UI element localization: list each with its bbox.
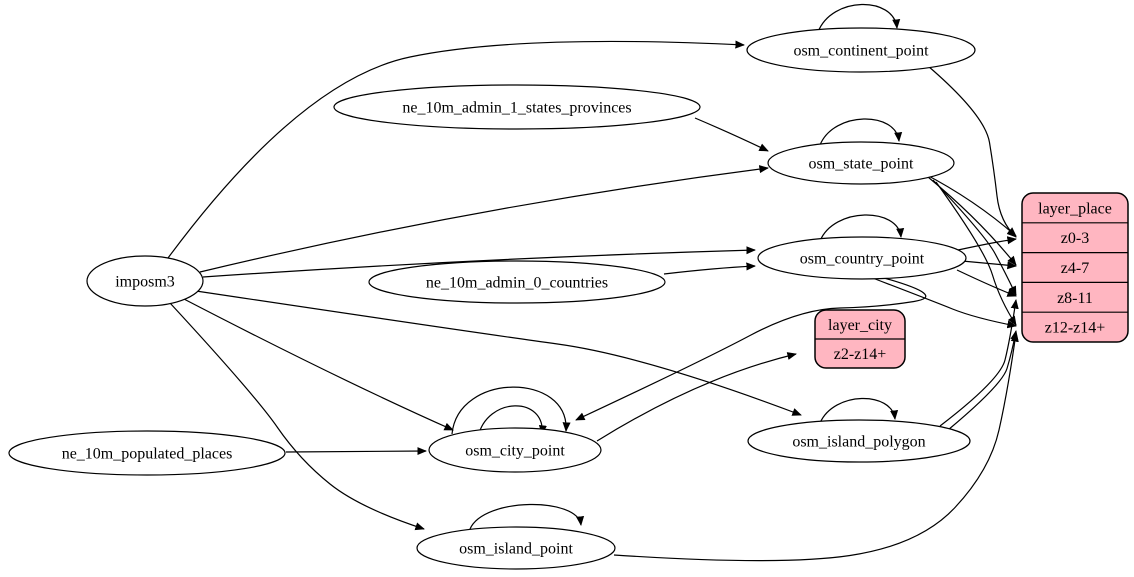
edge-imposm3-osm_state_point: [199, 165, 769, 273]
node-label-ne_10m_populated_places: ne_10m_populated_places: [62, 446, 233, 463]
node-label-osm_continent_point: osm_continent_point: [793, 43, 929, 60]
edges-layer: [167, 3, 1019, 562]
node-osm_country_point: osm_country_point: [757, 236, 967, 280]
record-layer_city: layer_city z2-z14+: [814, 309, 906, 369]
record-row-layer_place-z12-z14+: z12-z14+: [1045, 320, 1106, 337]
edge-osm_state_point-layer_place-z8-11: [932, 179, 1017, 296]
edge-ne_10m_admin_0_countries-osm_country_point: [663, 262, 756, 275]
edge-imposm3-osm_island_polygon: [195, 290, 802, 416]
node-label-ne_10m_admin_0_countries: ne_10m_admin_0_countries: [426, 275, 608, 292]
edge-ne_10m_admin_1_states_provinces-osm_state_point: [694, 117, 769, 152]
self-loop-osm_state_point: [819, 118, 903, 146]
self-loop-osm_island_polygon: [819, 397, 899, 424]
edge-osm_island_polygon-layer_place-z8-11: [939, 299, 1019, 427]
record-row-layer_place-z8-11: z8-11: [1057, 290, 1093, 307]
edge-imposm3-osm_continent_point: [167, 40, 745, 259]
edge-osm_city_point-layer_city-z2-z14+: [596, 352, 797, 442]
node-osm_city_point: osm_city_point: [428, 427, 602, 473]
edge-osm_state_point-layer_place-z12-z14+: [935, 181, 1017, 326]
self-loop-osm_city_point: [477, 405, 547, 438]
node-ne_10m_admin_0_countries: ne_10m_admin_0_countries: [368, 260, 666, 304]
node-shape-osm_island_polygon: [747, 419, 971, 463]
node-ne_10m_admin_1_states_provinces: ne_10m_admin_1_states_provinces: [333, 84, 701, 130]
node-label-osm_island_polygon: osm_island_polygon: [792, 434, 925, 451]
edge-ne_10m_populated_places-osm_city_point: [285, 447, 427, 456]
record-row-layer_city-z2-z14+: z2-z14+: [834, 346, 887, 363]
node-osm_island_polygon: osm_island_polygon: [747, 419, 971, 463]
node-label-osm_city_point: osm_city_point: [465, 443, 565, 460]
edge-osm_country_point-layer_place-z0-3: [957, 236, 1017, 251]
node-imposm3: imposm3: [86, 255, 204, 307]
record-shape-layer_place: [1021, 192, 1129, 343]
edge-imposm3-osm_city_point: [181, 297, 454, 431]
edge-imposm3-osm_island_point: [169, 302, 425, 531]
edge-osm_country_point-layer_place-z12-z14+: [869, 276, 1017, 329]
node-shape-ne_10m_admin_0_countries: [368, 260, 666, 304]
self-loop-osm_island_point: [469, 503, 585, 530]
node-shape-osm_city_point: [428, 427, 602, 473]
nodes-layer: imposm3 ne_10m_admin_1_states_provincesne…: [8, 27, 1129, 570]
record-row-layer_place-layer_place: layer_place: [1038, 200, 1112, 217]
node-label-osm_state_point: osm_state_point: [809, 156, 914, 173]
node-label-ne_10m_admin_1_states_provinces: ne_10m_admin_1_states_provinces: [402, 100, 631, 117]
record-row-layer_place-z4-7: z4-7: [1061, 260, 1089, 277]
node-osm_continent_point: osm_continent_point: [746, 27, 976, 73]
record-row-layer_place-z0-3: z0-3: [1061, 230, 1089, 247]
node-osm_state_point: osm_state_point: [767, 141, 955, 185]
node-shape-osm_country_point: [757, 236, 967, 280]
node-shape-ne_10m_populated_places: [8, 430, 286, 476]
node-shape-imposm3: [86, 255, 204, 307]
record-layer_place: layer_place z0-3 z4-7 z8-11 z12-z14+: [1021, 192, 1129, 343]
node-shape-osm_island_point: [416, 526, 616, 570]
self-loop-osm_continent_point: [817, 3, 901, 33]
node-label-imposm3: imposm3: [115, 274, 175, 291]
edge-osm_island_polygon-layer_place-z12-z14+: [947, 330, 1019, 431]
node-ne_10m_populated_places: ne_10m_populated_places: [8, 430, 286, 476]
node-label-osm_island_point: osm_island_point: [459, 541, 573, 558]
node-shape-ne_10m_admin_1_states_provinces: [333, 84, 701, 130]
edge-osm_country_point-osm_city_point: [575, 277, 927, 421]
node-label-osm_country_point: osm_country_point: [800, 251, 925, 268]
edge-osm_country_point-layer_place-z4-7: [961, 260, 1017, 270]
node-shape-osm_state_point: [767, 141, 955, 185]
record-row-layer_city-layer_city: layer_city: [828, 317, 892, 334]
node-osm_island_point: osm_island_point: [416, 526, 616, 570]
self-loop-osm_country_point: [819, 214, 905, 242]
edge-osm_state_point-layer_place-z0-3: [922, 172, 1017, 237]
edge-osm_island_point-layer_place-z12-z14+: [613, 332, 1019, 562]
edge-osm_country_point-layer_place-z8-11: [956, 269, 1017, 297]
edge-osm_continent_point-layer_place-z0-3: [927, 65, 1017, 238]
node-shape-osm_continent_point: [746, 27, 976, 73]
self-loop-osm_city_point: [451, 386, 571, 435]
edge-imposm3-osm_country_point: [202, 246, 756, 278]
